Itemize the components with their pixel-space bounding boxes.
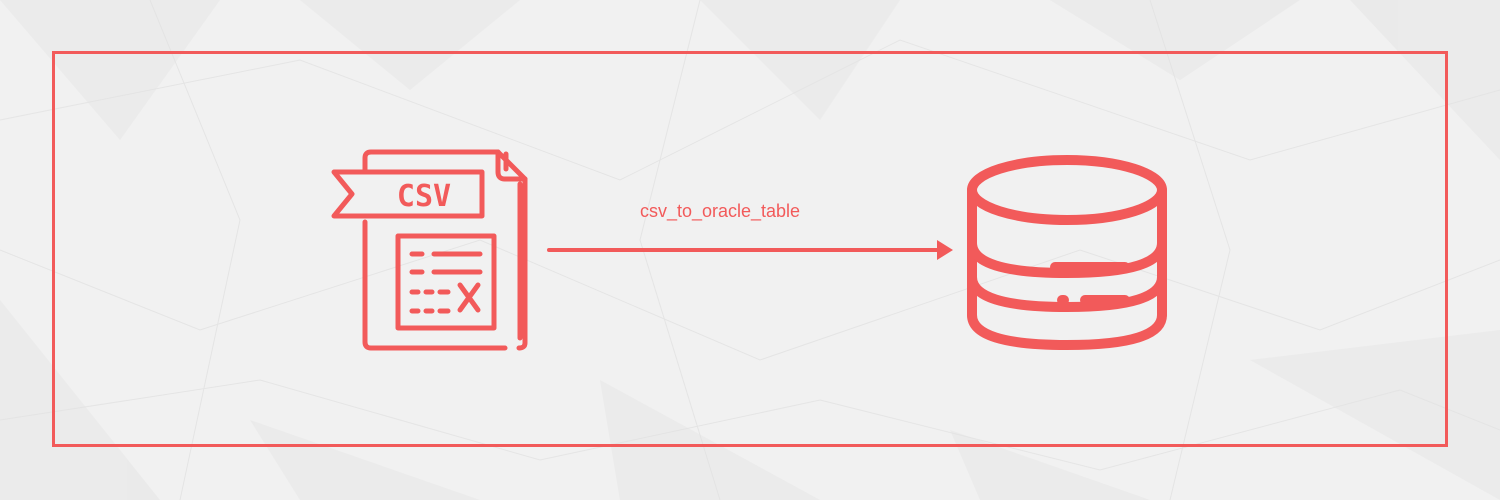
- database-icon: [967, 155, 1167, 350]
- csv-file-icon: CSV: [331, 149, 528, 351]
- arrow-head: [937, 240, 953, 260]
- diagram-frame: [52, 51, 1448, 447]
- edge-label: csv_to_oracle_table: [639, 201, 801, 221]
- csv-file-outline: [331, 149, 528, 351]
- flow-arrow: [547, 240, 953, 260]
- csv-badge-text: CSV: [397, 179, 451, 214]
